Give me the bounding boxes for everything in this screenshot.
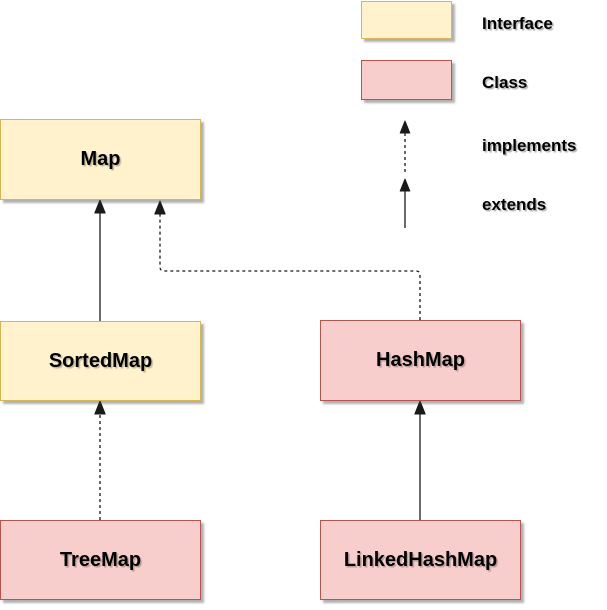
edge-sortedmap-extends-map bbox=[94, 199, 106, 321]
edge-treemap-implements-sortedmap bbox=[94, 400, 106, 520]
node-sortedmap-label: SortedMap bbox=[48, 349, 153, 372]
legend-interface-swatch bbox=[361, 1, 452, 39]
legend-interface-label: Interface bbox=[482, 14, 553, 33]
node-map: Map bbox=[0, 119, 201, 200]
node-treemap-label: TreeMap bbox=[59, 548, 142, 571]
legend-implements-label: implements bbox=[482, 136, 577, 155]
node-linkedhashmap-label: LinkedHashMap bbox=[343, 548, 498, 571]
node-hashmap-label: HashMap bbox=[376, 349, 465, 371]
legend-class-swatch bbox=[361, 60, 452, 100]
legend-extends-arrow bbox=[399, 178, 411, 228]
node-map-label: Map bbox=[80, 148, 121, 170]
legend-implements-arrow bbox=[399, 120, 411, 172]
node-hashmap: HashMap bbox=[320, 320, 521, 401]
legend-extends-label: extends bbox=[482, 195, 547, 214]
edge-linkedhashmap-extends-hashmap bbox=[414, 400, 426, 520]
node-treemap: TreeMap bbox=[0, 520, 201, 600]
edge-hashmap-implements-map bbox=[154, 200, 421, 320]
legend-class-label: Class bbox=[482, 73, 528, 92]
node-sortedmap: SortedMap bbox=[0, 321, 201, 401]
node-linkedhashmap: LinkedHashMap bbox=[320, 520, 521, 600]
